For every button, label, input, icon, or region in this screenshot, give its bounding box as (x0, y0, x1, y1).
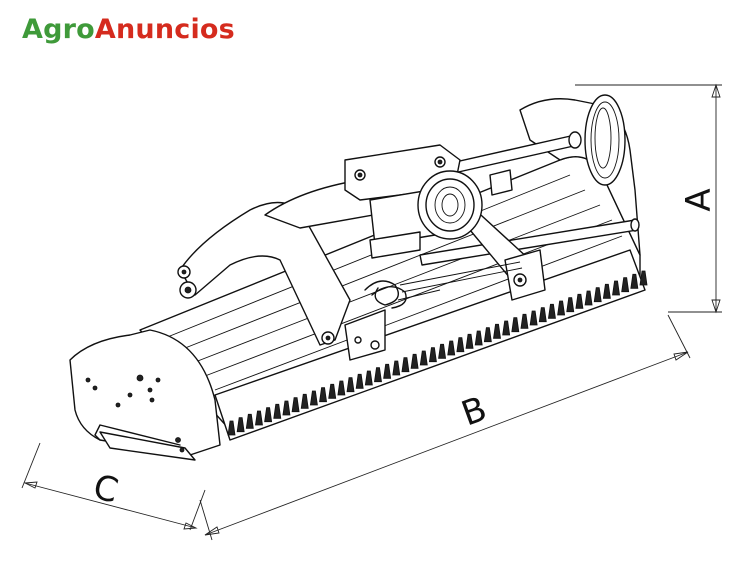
flail-tooth (245, 413, 254, 429)
flail-tooth (483, 327, 492, 343)
brand-logo-anuncios: Anuncios (94, 14, 235, 45)
flail-tooth (502, 320, 511, 336)
flail-tooth (419, 350, 428, 366)
flail-tooth (309, 390, 318, 406)
flail-tooth (493, 323, 501, 339)
flail-tooth (255, 410, 263, 426)
flail-tooth (273, 403, 282, 419)
flail-teeth-row (227, 270, 648, 436)
flail-tooth (401, 357, 410, 373)
dimension-b-label: B (456, 389, 492, 435)
flail-tooth (547, 303, 556, 319)
flail-tooth (383, 363, 392, 379)
lower-shaft (419, 218, 640, 266)
dimension-c-label: C (89, 467, 122, 512)
flail-tooth (511, 317, 520, 333)
flail-tooth (602, 283, 611, 299)
flail-tooth (374, 367, 382, 383)
dimension-a: A (575, 83, 722, 314)
flail-tooth (575, 293, 584, 309)
flail-tooth (227, 420, 236, 436)
flail-tooth (291, 397, 300, 413)
flail-tooth (364, 370, 373, 386)
flail-tooth (520, 313, 529, 329)
flail-tooth (319, 387, 328, 403)
flail-tooth (566, 297, 575, 313)
hitch-frame (177, 144, 546, 361)
flail-tooth (630, 273, 639, 289)
flail-tooth (410, 353, 419, 369)
flail-tooth (538, 307, 547, 323)
flail-tooth (392, 360, 401, 376)
brand-logo-agro: Agro (22, 14, 95, 45)
flail-tooth (639, 270, 648, 286)
flail-tooth (584, 290, 593, 306)
flail-tooth (236, 417, 245, 433)
left-end-cap (69, 329, 221, 461)
dimension-a-label: A (679, 188, 719, 211)
dimension-b: B (199, 314, 691, 541)
right-drive-housing (519, 94, 641, 256)
flail-tooth (474, 330, 483, 346)
brand-logo: AgroAnuncios (22, 16, 235, 43)
flail-tooth (557, 300, 566, 316)
flail-tooth (456, 337, 465, 353)
flail-tooth (529, 310, 538, 326)
hydraulic-hoses (364, 261, 523, 309)
flail-tooth (264, 407, 273, 423)
flail-tooth (447, 340, 456, 356)
flail-tooth (328, 383, 337, 399)
flail-tooth (300, 393, 309, 409)
flail-tooth (612, 280, 620, 296)
flail-tooth (593, 287, 602, 303)
flail-tooth (282, 400, 291, 416)
flail-tooth (337, 380, 346, 396)
flail-tooth (438, 343, 447, 359)
flail-tooth (621, 277, 630, 293)
flail-tooth (465, 333, 474, 349)
flail-tooth (346, 377, 355, 393)
flail-tooth (428, 347, 437, 363)
flail-tooth (355, 373, 364, 389)
